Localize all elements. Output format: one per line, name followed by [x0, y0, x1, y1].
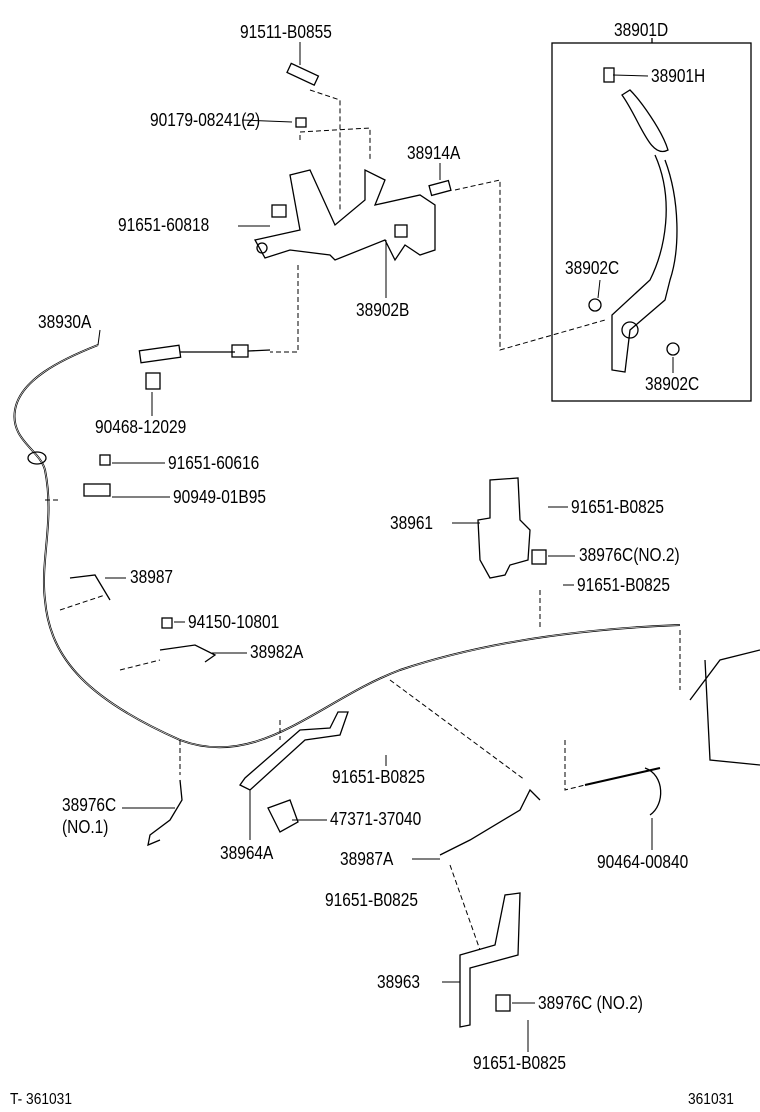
- label-91651-b0825: 91651-B0825: [473, 1053, 566, 1073]
- bracket-hole: [256, 242, 268, 254]
- label-38961: 38961: [390, 513, 434, 533]
- cable-highlight: [14, 344, 681, 748]
- bracket-38902b: [254, 168, 436, 262]
- label-38976c-no2: 38976C(NO.2): [579, 545, 680, 565]
- bushing-38902c-lower: [666, 342, 680, 356]
- clip-38976c-no2-lower: [495, 994, 511, 1012]
- clip-38987: [69, 574, 111, 601]
- label-38902c-upper: 38902C: [565, 258, 620, 278]
- label-38902c-lower: 38902C: [645, 374, 700, 394]
- label-38982a: 38982A: [250, 642, 304, 662]
- label-38901h: 38901H: [651, 66, 706, 86]
- label-38963: 38963: [377, 972, 421, 992]
- rear-brake-housing: [689, 649, 760, 766]
- clip-90468-12029: [145, 372, 161, 390]
- clip-38976c-no2-upper: [531, 549, 547, 565]
- label-38976c-no2: 38976C (NO.2): [538, 993, 643, 1013]
- label-91651-b0825: 91651-B0825: [325, 890, 418, 910]
- label-38976c-no1: 38976C: [62, 795, 117, 815]
- label-90464-00840: 90464-00840: [597, 852, 689, 872]
- bracket-38961: [477, 477, 531, 579]
- lever-pivot: [621, 321, 639, 339]
- rear-cable-end: [584, 767, 661, 786]
- label-90949-01b95: 90949-01B95: [173, 487, 266, 507]
- footer-left-code: T- 361031: [10, 1091, 72, 1108]
- label-91651-b0825: 91651-B0825: [332, 767, 425, 787]
- clamp-38982a: [159, 644, 217, 663]
- clip-90464-00840: [644, 767, 662, 816]
- label-91651-b0825: 91651-B0825: [571, 497, 664, 517]
- bolt-91651-60616: [99, 454, 111, 466]
- label-38914a: 38914A: [407, 143, 461, 163]
- collar-38914a: [428, 179, 452, 197]
- lever-arm: [611, 154, 678, 373]
- clamp-90949-01b95: [83, 483, 111, 497]
- label-38930a: 38930A: [38, 312, 92, 332]
- cable-grommet: [27, 451, 47, 465]
- label-91511-b0855: 91511-B0855: [240, 22, 332, 42]
- footer-right-code: 361031: [688, 1091, 734, 1108]
- label-91651-60616: 91651-60616: [168, 453, 260, 473]
- label-38987: 38987: [130, 567, 174, 587]
- assembly-lines: [45, 89, 681, 951]
- label-38964a: 38964A: [220, 843, 274, 863]
- clamp-47371-37040: [267, 799, 299, 833]
- label-91651-60818: 91651-60818: [118, 215, 210, 235]
- clip-38976c-no1: [147, 779, 183, 847]
- lever-grip: [621, 89, 669, 153]
- cap-38901h: [603, 67, 615, 83]
- label-38902b: 38902B: [356, 300, 410, 320]
- bracket-38964a: [239, 711, 349, 791]
- cable-threaded-end: [247, 349, 271, 352]
- label-90179-08241: 90179-08241(2): [150, 110, 261, 130]
- bolt-91651-60818: [271, 204, 287, 218]
- label-90468-12029: 90468-12029: [95, 417, 187, 437]
- nut-90179: [295, 117, 307, 128]
- rod-38987a: [439, 788, 541, 856]
- label-91651-b0825: 91651-B0825: [577, 575, 670, 595]
- bolt-91511-b0855: [286, 62, 320, 87]
- lever-assembly-box: [551, 42, 752, 402]
- label-94150-10801: 94150-10801: [188, 612, 280, 632]
- cable-fitting: [138, 344, 182, 364]
- label-47371-37040: 47371-37040: [330, 809, 422, 829]
- leader-lines: [97, 42, 674, 1052]
- cable-end-nut: [231, 344, 249, 358]
- label-38976c-no1-sub: (NO.1): [62, 817, 109, 837]
- label-38987a: 38987A: [340, 849, 394, 869]
- bushing-38902c-upper: [588, 298, 602, 312]
- nut-94150-10801: [161, 617, 173, 629]
- label-38901d: 38901D: [614, 20, 669, 40]
- bracket-38963: [459, 892, 521, 1028]
- bracket-tab: [394, 224, 408, 238]
